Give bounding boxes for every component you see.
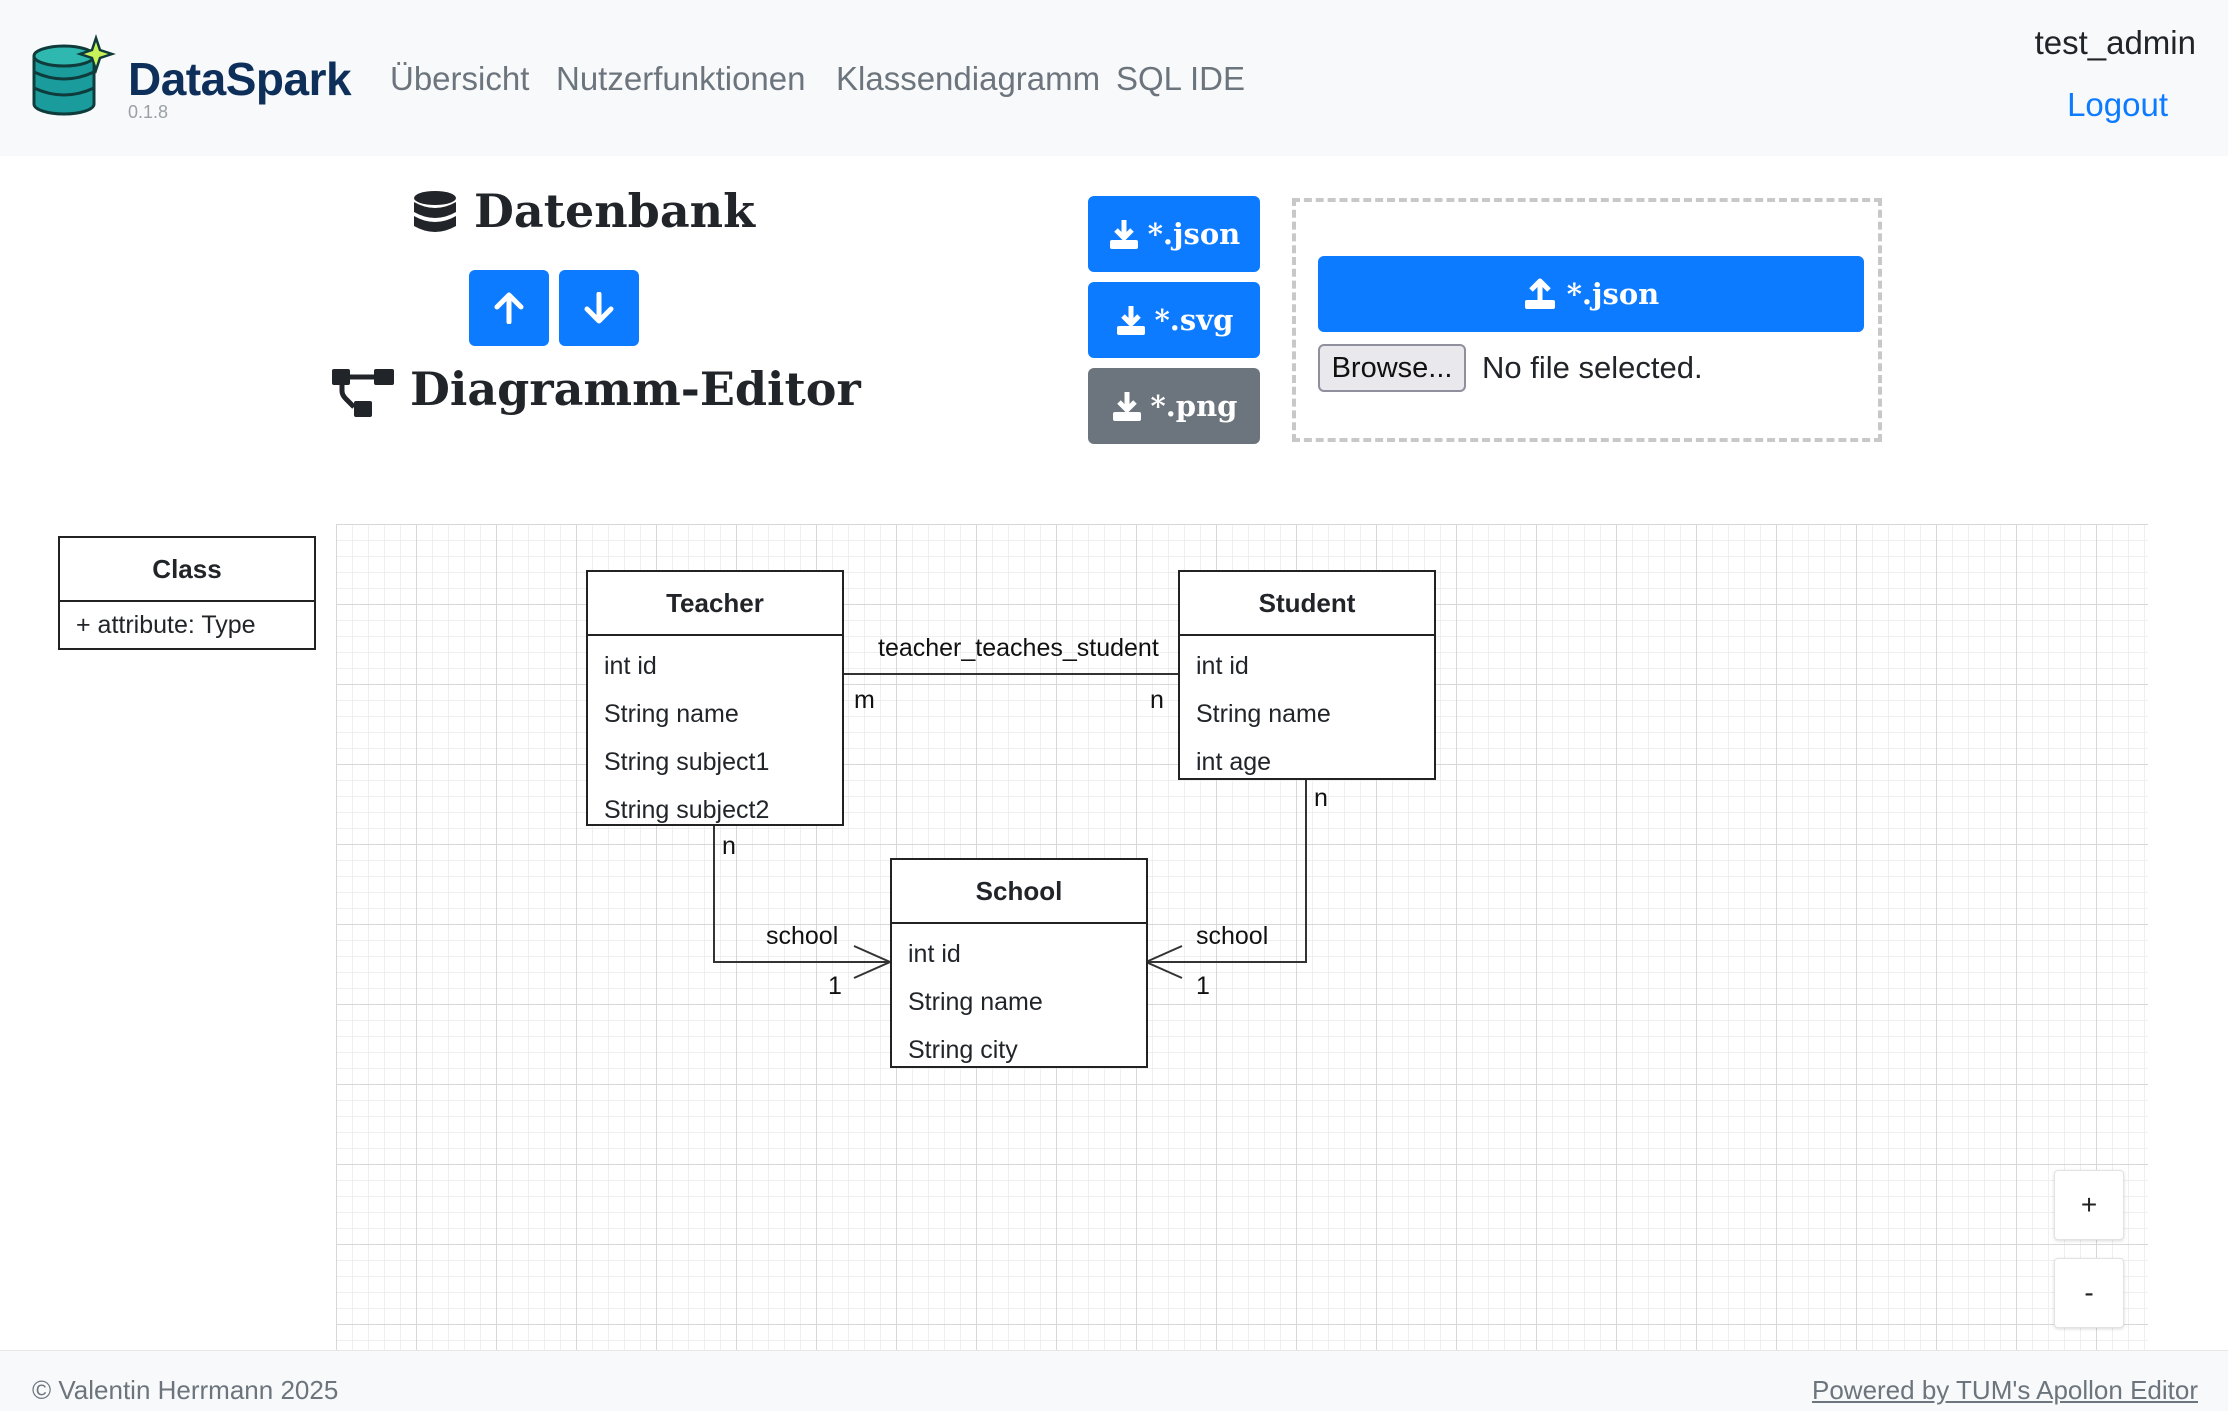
nav-link-klassendiagramm[interactable]: Klassendiagramm <box>836 60 1101 97</box>
multiplicity-label[interactable]: n <box>1150 686 1164 714</box>
user-name: test_admin <box>2034 24 2196 61</box>
nav-link-nutzerfunktionen[interactable]: Nutzerfunktionen <box>556 60 806 97</box>
class-teacher-attribute[interactable]: String subject1 <box>604 748 770 776</box>
import-json-button[interactable]: *.json <box>1318 256 1864 332</box>
database-icon <box>414 191 456 232</box>
class-school-attribute[interactable]: int id <box>908 940 961 968</box>
sitemap-icon <box>332 369 394 417</box>
export-svg-button[interactable]: *.svg <box>1088 282 1260 358</box>
logout-link[interactable]: Logout <box>2067 86 2168 123</box>
class-student-title: Student <box>1180 572 1434 636</box>
diagram-editor-heading-text: Diagramm-Editor <box>410 362 861 416</box>
class-school[interactable]: School int id String name String city <box>890 858 1148 1068</box>
class-teacher-attribute[interactable]: int id <box>604 652 657 680</box>
version-label: 0.1.8 <box>128 102 169 122</box>
zoom-in-button[interactable]: + <box>2054 1170 2124 1240</box>
multiplicity-label[interactable]: n <box>1314 784 1328 812</box>
palette-class-attribute: + attribute: Type <box>76 611 256 639</box>
class-school-title: School <box>892 860 1146 924</box>
class-teacher-attribute[interactable]: String subject2 <box>604 796 770 824</box>
palette-class-title: Class <box>60 538 314 602</box>
class-teacher[interactable]: Teacher int id String name String subjec… <box>586 570 844 826</box>
class-teacher-attribute[interactable]: String name <box>604 700 739 728</box>
copyright-text: © Valentin Herrmann 2025 <box>32 1375 339 1405</box>
powered-by-link[interactable]: Powered by TUM's Apollon Editor <box>1811 1375 2198 1405</box>
class-school-attribute[interactable]: String city <box>908 1036 1018 1064</box>
brand-name[interactable]: DataSpark <box>128 53 352 105</box>
relation-name-teacher-school[interactable]: school <box>766 922 839 950</box>
relation-name-student-school[interactable]: school <box>1196 922 1269 950</box>
class-student-attribute[interactable]: int age <box>1196 748 1272 776</box>
multiplicity-label[interactable]: n <box>722 832 736 860</box>
upload-dropzone[interactable]: *.json Browse... No file selected. <box>1292 198 1882 442</box>
export-json-button[interactable]: *.json <box>1088 196 1260 272</box>
database-heading: Datenbank <box>412 184 755 240</box>
footer: © Valentin Herrmann 2025 Powered by TUM'… <box>0 1350 2228 1411</box>
class-student[interactable]: Student int id String name int age <box>1178 570 1436 780</box>
arrow-up-icon <box>494 292 524 324</box>
zoom-out-button[interactable]: - <box>2054 1258 2124 1328</box>
move-up-button[interactable] <box>469 270 549 346</box>
class-teacher-title: Teacher <box>588 572 842 636</box>
move-down-button[interactable] <box>559 270 639 346</box>
browse-file-button[interactable]: Browse... <box>1318 344 1466 392</box>
database-heading-text: Datenbank <box>474 184 755 238</box>
class-student-attribute[interactable]: int id <box>1196 652 1249 680</box>
diagram-canvas[interactable]: Teacher int id String name String subjec… <box>336 524 2148 1350</box>
relation-line-student-school <box>1146 778 1307 963</box>
multiplicity-label[interactable]: m <box>854 686 875 714</box>
nav-link-sql-ide[interactable]: SQL IDE <box>1116 60 1245 97</box>
arrow-down-icon <box>584 292 614 324</box>
download-icon <box>1116 306 1145 335</box>
file-status: No file selected. <box>1482 350 1703 385</box>
multiplicity-label[interactable]: 1 <box>828 972 842 1000</box>
database-sparkle-logo-icon[interactable] <box>28 34 116 122</box>
upload-icon <box>1524 278 1555 309</box>
export-svg-label: *.svg <box>1154 303 1234 337</box>
export-png-button[interactable]: *.png <box>1088 368 1260 444</box>
nav-link-uebersicht[interactable]: Übersicht <box>390 60 530 97</box>
navbar: DataSpark 0.1.8 Übersicht Nutzerfunktion… <box>0 0 2228 156</box>
relation-name-teaches[interactable]: teacher_teaches_student <box>878 634 1159 662</box>
class-student-attribute[interactable]: String name <box>1196 700 1331 728</box>
class-school-attribute[interactable]: String name <box>908 988 1043 1016</box>
download-icon <box>1112 392 1141 421</box>
export-png-label: *.png <box>1150 389 1238 423</box>
download-icon <box>1109 220 1138 249</box>
relation-line-teacher-school <box>713 826 890 963</box>
multiplicity-label[interactable]: 1 <box>1196 972 1210 1000</box>
export-json-label: *.json <box>1147 217 1241 251</box>
import-json-label: *.json <box>1566 277 1660 311</box>
diagram-editor-heading: Diagramm-Editor <box>332 362 861 419</box>
class-palette-item[interactable]: Class + attribute: Type <box>58 536 316 650</box>
